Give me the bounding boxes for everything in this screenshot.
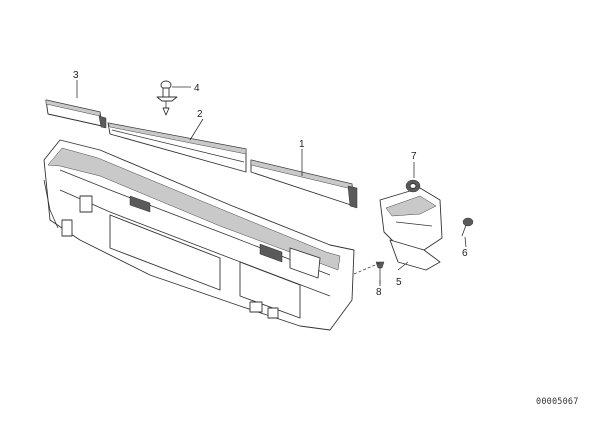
- leader-lines: [76, 80, 467, 286]
- part-1-right-trim-strip[interactable]: [250, 159, 358, 209]
- part-4-clip[interactable]: [156, 80, 178, 116]
- part-7-nut[interactable]: [405, 179, 421, 193]
- callout-5: 5: [396, 277, 402, 288]
- callout-7: 7: [411, 151, 417, 162]
- callout-6: 6: [462, 248, 468, 259]
- callout-4: 4: [194, 83, 200, 94]
- callout-3: 3: [73, 70, 79, 81]
- part-3-left-trim-strip[interactable]: [45, 99, 107, 129]
- part-5-side-bracket[interactable]: [379, 187, 443, 271]
- diagram-reference-number: 00005067: [536, 397, 579, 407]
- callout-1: 1: [299, 139, 305, 150]
- bumper-carrier[interactable]: [43, 139, 355, 331]
- callout-2: 2: [197, 109, 203, 120]
- assembly-guide-line: [353, 261, 383, 275]
- callout-8: 8: [376, 287, 382, 298]
- part-2-center-trim-strip[interactable]: [107, 122, 247, 173]
- part-6-screw[interactable]: [461, 217, 474, 237]
